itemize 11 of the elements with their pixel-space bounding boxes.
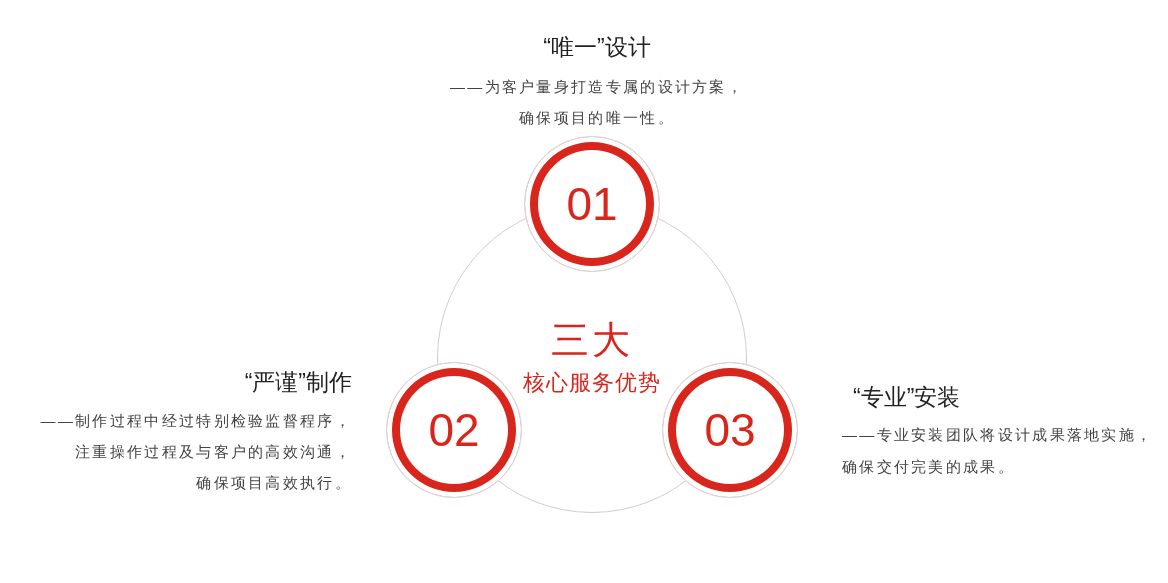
section-heading: “唯一”设计 bbox=[543, 33, 651, 61]
step-number: 02 bbox=[428, 405, 480, 455]
step-number: 01 bbox=[566, 179, 618, 229]
section-description: ——制作过程中经过特别检验监督程序，注重操作过程及与客户的高效沟通，确保项目高效执行。 bbox=[39, 411, 352, 493]
section-description: ——为客户量身打造专属的设计方案，确保项目的唯一性。 bbox=[448, 77, 746, 128]
center-subtitle: 核心服务优势 bbox=[523, 370, 661, 396]
section-description: ——专业安装团队将设计成果落地实施，确保交付完美的成果。 bbox=[842, 425, 1155, 477]
section-heading: “严谨”制作 bbox=[244, 368, 352, 396]
step-number: 03 bbox=[704, 405, 756, 455]
section-heading: “专业”安装 bbox=[853, 383, 961, 411]
center-title: 三大 bbox=[551, 320, 633, 360]
